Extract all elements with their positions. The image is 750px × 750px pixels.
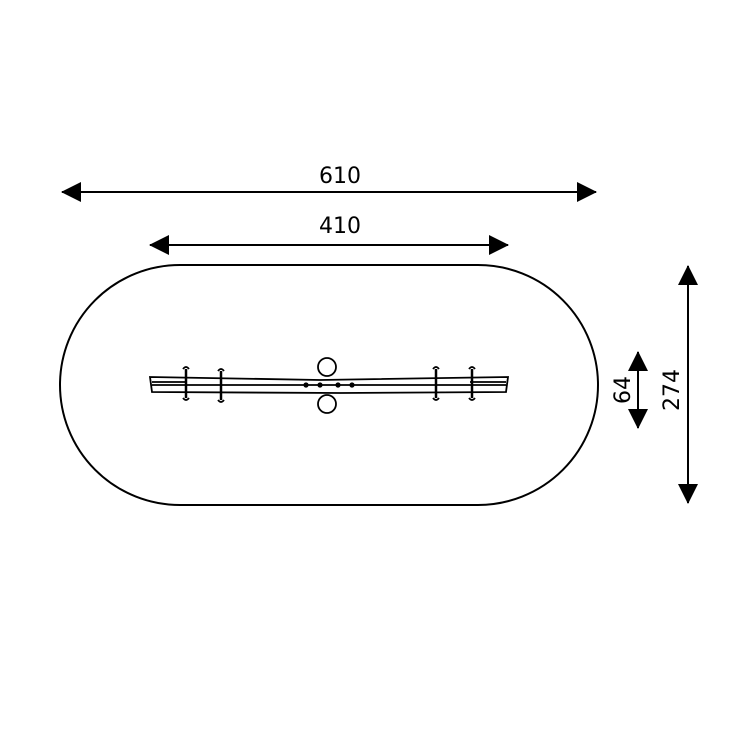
dimension-label-overall-width: 274 <box>660 369 685 411</box>
bolt-hole <box>317 382 323 388</box>
bolt-hole <box>303 382 309 388</box>
beam-item <box>148 357 510 414</box>
footprint-outline <box>59 264 599 506</box>
dimension-inner-length: 410 <box>149 214 509 255</box>
pivot-ring-top <box>317 357 337 377</box>
dimension-label-inner-length: 410 <box>319 214 361 239</box>
handle-right-outer <box>468 366 476 401</box>
handle-left-outer <box>182 366 190 401</box>
pivot-ring-bottom <box>317 394 337 414</box>
handle-right-inner <box>432 366 440 401</box>
handle-left-inner <box>217 368 225 403</box>
dimension-label-item-width: 64 <box>611 376 636 404</box>
dimension-item-width: 64 <box>611 351 648 429</box>
bolt-hole <box>335 382 341 388</box>
dimension-label-overall-length: 610 <box>319 164 361 189</box>
dimension-overall-length: 610 <box>61 164 597 202</box>
bolt-hole <box>349 382 355 388</box>
dimension-overall-width: 274 <box>660 265 698 504</box>
